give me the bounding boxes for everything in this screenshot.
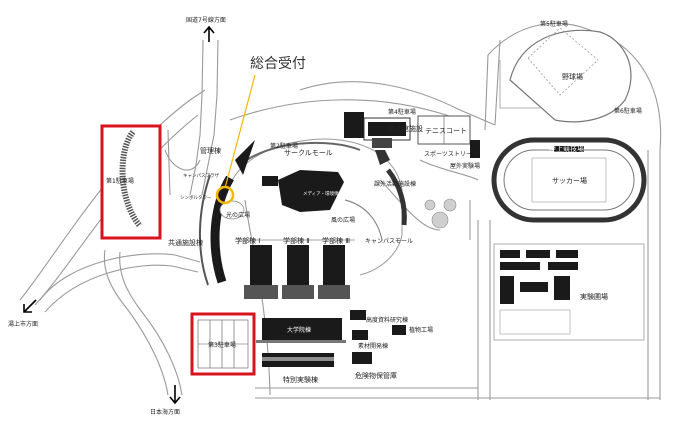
lecture3-label: 学部棟 Ⅲ	[322, 236, 350, 245]
parking-lot-1-stalls	[119, 130, 143, 228]
parking-lot-3-label: 第3駐車場	[208, 341, 236, 349]
hazmat-shape	[352, 352, 372, 364]
hazmat-label: 危険物保管庫	[355, 371, 397, 380]
west-road-label: 湯上市方面	[8, 320, 38, 328]
south-arrow-icon	[169, 385, 181, 405]
light-plaza-label: 光の広場	[226, 211, 250, 219]
common-building-label: 共通施設棟	[168, 238, 203, 247]
gym-area	[344, 112, 480, 229]
lecture1-label: 学部棟 Ⅰ	[235, 236, 260, 245]
extracurricular-arc	[386, 168, 407, 226]
baseball-label: 野球場	[562, 72, 583, 81]
symbol-tower-shape	[235, 140, 255, 175]
athletics-track	[491, 137, 647, 223]
north-arrow-icon	[203, 25, 215, 42]
common-building-arc	[198, 174, 211, 286]
materials-shape	[352, 330, 368, 340]
graduate-building-shape	[262, 318, 342, 340]
soccer-label: サッカー場	[552, 176, 587, 185]
north-road-label: 国道7号線方面	[186, 16, 226, 24]
extracurricular-label: 課外活動施設棟	[374, 180, 416, 188]
campus-mall-label: キャンパスモール	[365, 238, 413, 245]
baseball-field	[499, 27, 632, 123]
lecture-building-2	[282, 245, 314, 299]
gym-label: 体育館施設	[388, 124, 423, 133]
west-arrow-icon	[23, 299, 37, 313]
parking-lot-1-label: 第1駐車場	[106, 177, 134, 185]
lecture-building-1	[244, 245, 278, 299]
parking-lot-4-label: 第4駐車場	[388, 108, 416, 116]
track-label: 陸上競技場	[549, 144, 584, 153]
parking-lot-5-label: 第5駐車場	[540, 20, 568, 28]
tennis-label: テニスコート	[425, 127, 467, 135]
graduate-label: 大学院棟	[287, 326, 311, 334]
lecture2-label: 学部棟 Ⅱ	[283, 236, 310, 245]
lecture-buildings	[238, 239, 355, 299]
direction-arrows	[23, 25, 215, 405]
outdoor-lab-label: 屋外実験場	[450, 162, 480, 170]
lecture-building-3	[318, 245, 350, 299]
plant-factory-shape	[392, 325, 406, 335]
reception-pointer-line	[224, 74, 256, 189]
wind-plaza-label: 風の広場	[331, 216, 355, 224]
circle-mall-label: サークルモール	[284, 149, 333, 157]
reception-label: 総合受付	[250, 56, 306, 72]
farm-label: 実験圃場	[580, 292, 608, 301]
parking-lot-1-highlight	[100, 124, 162, 240]
high-energy-shape	[350, 310, 366, 320]
gym-shape-west	[344, 112, 364, 138]
high-energy-label: 高度資料研究棟	[366, 316, 408, 324]
plant-factory-label: 植物工場	[409, 326, 433, 334]
parking-lot-2-label: 第2駐車場	[270, 142, 298, 150]
media-building-shape	[278, 170, 344, 212]
parking-lot-6-label: 第6駐車場	[614, 107, 642, 115]
road-network	[19, 22, 662, 400]
admin-label: 管理棟	[200, 146, 221, 155]
grandstand-shape	[554, 146, 584, 152]
materials-label: 素材開発棟	[358, 342, 388, 350]
reception-marker-icon	[215, 185, 235, 205]
media-building-label: メディア・環境情報棟	[303, 190, 348, 197]
special-lab-label: 特別実験棟	[283, 375, 318, 384]
south-buildings	[256, 310, 406, 367]
south-road-label: 日本海方面	[150, 408, 180, 416]
experimental-farm	[493, 243, 645, 341]
campus-plaza-label: キャンパスプラザ	[183, 173, 219, 179]
parking-lot-3: 第3駐車場	[190, 312, 256, 376]
reception-callout: 総合受付	[215, 56, 306, 205]
symbol-tower-label: シンボルタワー	[180, 194, 212, 201]
parking-lot-1: 第1駐車場	[100, 124, 162, 240]
sports-street-label: スポーツストリート	[424, 150, 478, 158]
